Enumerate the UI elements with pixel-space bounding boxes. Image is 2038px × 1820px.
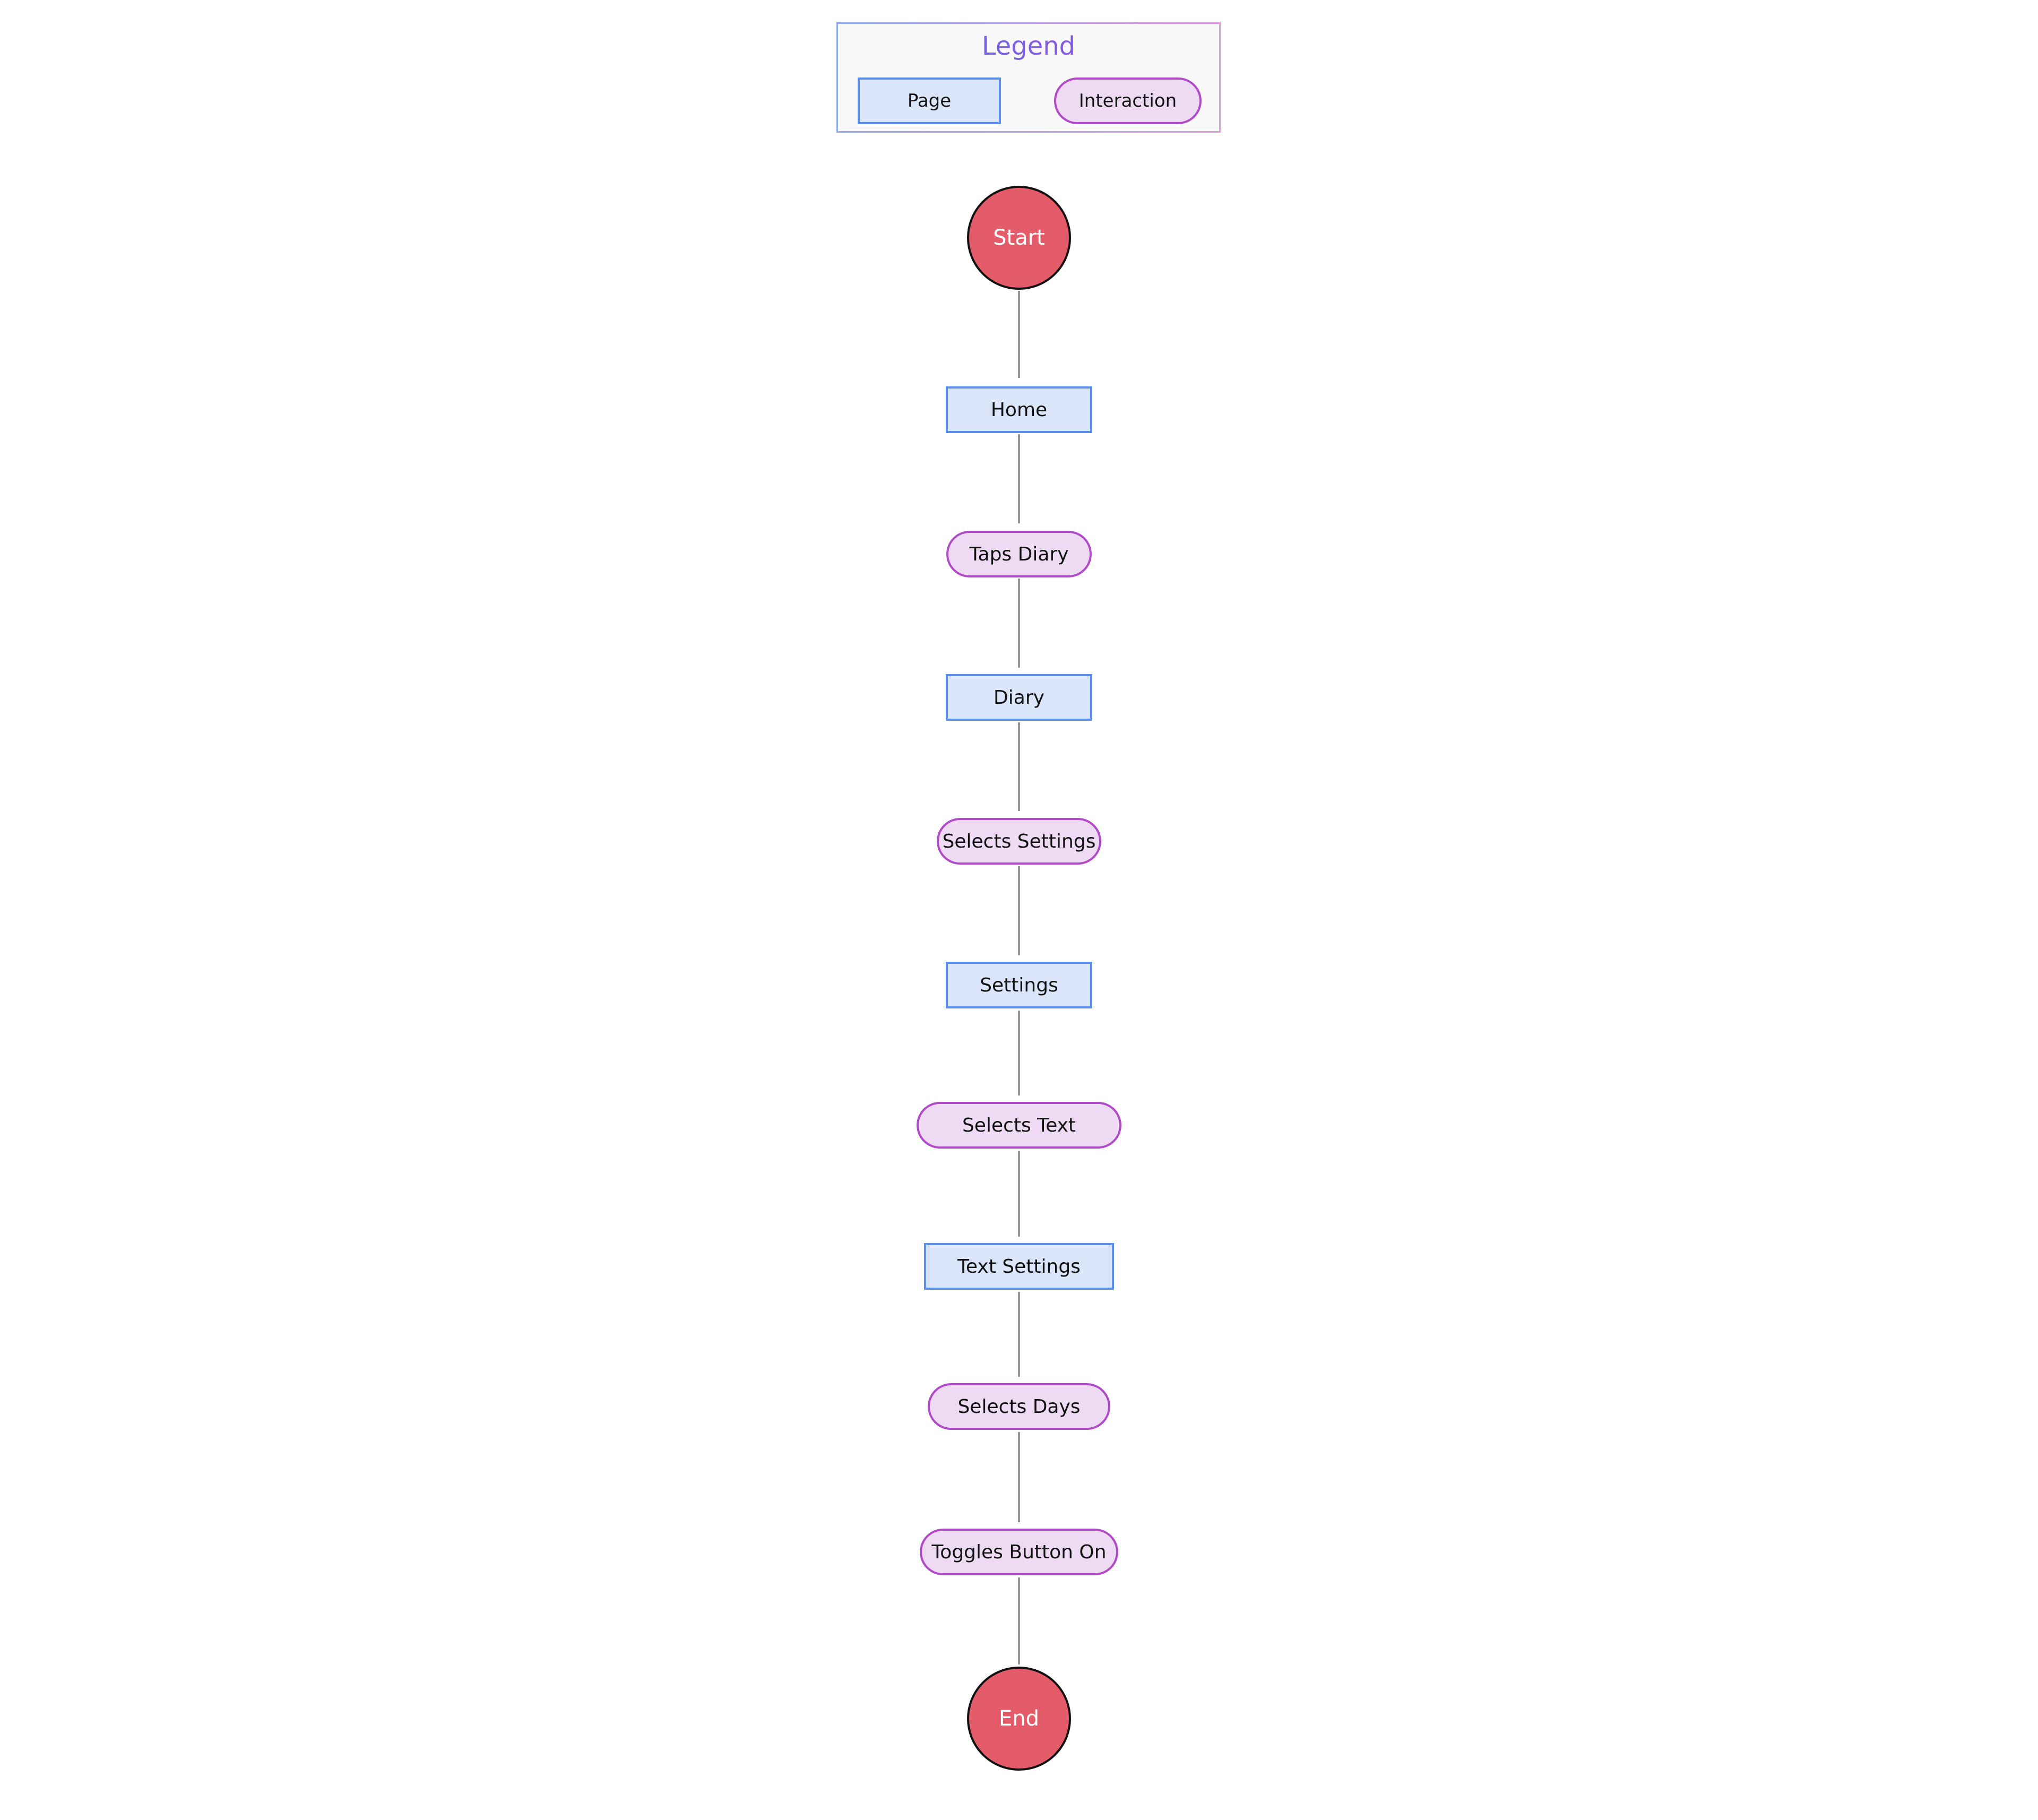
legend-title: Legend [838, 29, 1219, 63]
legend-page-swatch: Page [858, 77, 1001, 124]
legend-interaction-label: Interaction [1078, 90, 1177, 111]
page-node-settings: Settings [946, 962, 1092, 1008]
selects-text-label: Selects Text [962, 1114, 1076, 1136]
interaction-node-taps-diary: Taps Diary [946, 531, 1092, 577]
home-label: Home [990, 399, 1048, 421]
interaction-node-toggles-button-on: Toggles Button On [920, 1529, 1118, 1575]
selects-days-label: Selects Days [957, 1395, 1081, 1418]
diary-label: Diary [994, 686, 1044, 709]
toggles-button-on-label: Toggles Button On [931, 1541, 1107, 1563]
legend-page-label: Page [907, 90, 952, 111]
page-node-diary: Diary [946, 674, 1092, 721]
page-node-text-settings: Text Settings [924, 1243, 1114, 1290]
start-node: Start [967, 186, 1071, 290]
end-label: End [998, 1706, 1039, 1731]
page-node-home: Home [946, 386, 1092, 433]
legend: Legend Page Interaction [836, 22, 1221, 133]
end-node: End [967, 1667, 1071, 1771]
legend-interaction-swatch: Interaction [1054, 77, 1202, 124]
settings-label: Settings [980, 974, 1058, 996]
text-settings-label: Text Settings [957, 1255, 1081, 1278]
start-label: Start [993, 226, 1045, 250]
selects-settings-label: Selects Settings [942, 830, 1096, 852]
interaction-node-selects-days: Selects Days [928, 1383, 1110, 1430]
interaction-node-selects-text: Selects Text [917, 1102, 1121, 1149]
interaction-node-selects-settings: Selects Settings [937, 818, 1101, 865]
taps-diary-label: Taps Diary [969, 543, 1069, 565]
